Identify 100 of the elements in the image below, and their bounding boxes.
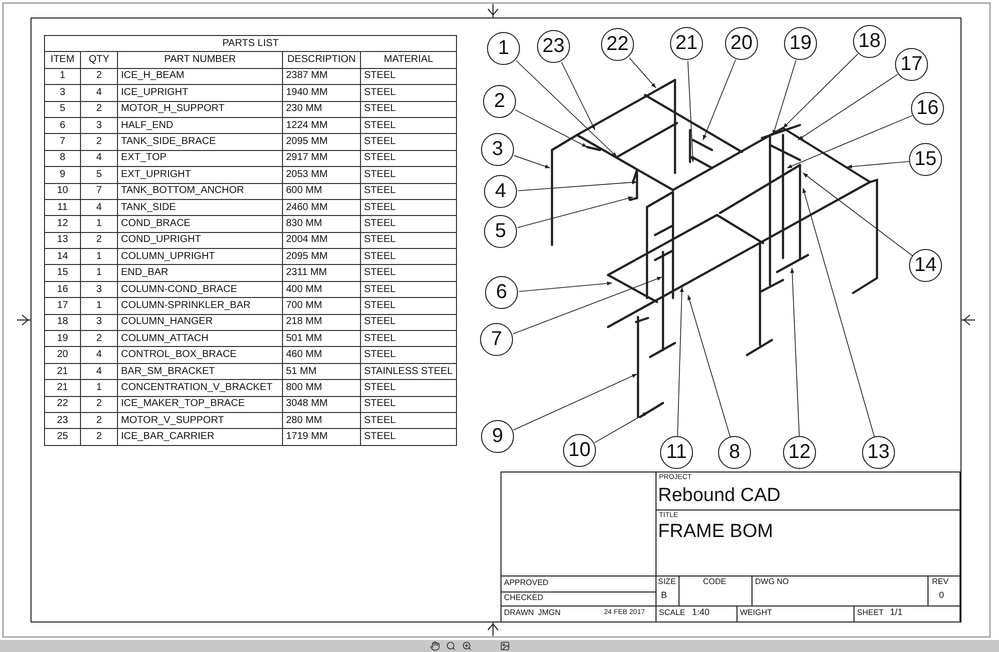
table-cell: CONTROL_BOX_BRACE: [118, 346, 282, 364]
table-cell: 4: [80, 84, 118, 102]
table-cell: MOTOR_H_SUPPORT: [118, 101, 282, 118]
table-cell: 1: [44, 68, 80, 85]
table-cell: ICE_MAKER_TOP_BRACE: [118, 396, 282, 412]
table-cell: STAINLESS STEEL: [360, 363, 457, 380]
title-block-text: FRAME BOM: [658, 522, 774, 541]
table-cell: 400 MM: [282, 281, 360, 298]
callout-balloon: 4: [484, 175, 517, 208]
leader-line: [516, 60, 618, 158]
callout-balloon: 21: [670, 27, 703, 60]
leader-line: [687, 60, 695, 162]
title-block-text: REV: [932, 578, 948, 586]
table-cell: 2004 MM: [282, 232, 360, 249]
table-cell: 2095 MM: [282, 248, 360, 265]
table-cell: COLUMN-SPRINKLER_BAR: [118, 298, 282, 314]
callout-balloon: 9: [481, 420, 514, 453]
leader-line: [702, 59, 736, 140]
title-block-text: WEIGHT: [740, 609, 772, 617]
table-cell: 4: [80, 346, 118, 364]
table-cell: 218 MM: [282, 314, 360, 331]
table-cell: 17: [44, 298, 80, 314]
table-cell: CONCENTRATION_V_BRACKET: [118, 380, 282, 396]
leader-line: [772, 60, 796, 136]
table-cell: STEEL: [360, 396, 457, 412]
table-cell: STEEL: [360, 428, 457, 446]
table-cell: 280 MM: [282, 412, 360, 429]
table-cell: COND_UPRIGHT: [118, 232, 282, 249]
callout-balloon: 22: [601, 28, 634, 61]
table-cell: 2917 MM: [282, 150, 360, 167]
callout-balloon: 20: [725, 27, 758, 60]
table-cell: 14: [44, 248, 80, 265]
table-cell: 7: [80, 183, 118, 200]
table-cell: 4: [80, 150, 118, 167]
table-cell: 1: [80, 264, 118, 282]
table-cell: EXT_UPRIGHT: [118, 166, 282, 184]
callout-balloon: 15: [909, 143, 942, 176]
callout-balloon: 19: [784, 27, 817, 60]
callout-balloon: 12: [783, 436, 816, 469]
callout-balloon: 2: [483, 85, 516, 118]
title-block-text: SIZE: [658, 578, 676, 586]
table-cell: STEEL: [360, 298, 457, 314]
table-cell: HALF_END: [118, 117, 282, 134]
title-block-text: CODE: [703, 578, 726, 586]
table-cell: 1: [80, 298, 118, 314]
leader-line: [514, 109, 588, 148]
title-block-text: SHEET: [857, 609, 884, 617]
title-block-text: DRAWN: [504, 609, 534, 617]
table-cell: 21: [44, 380, 80, 396]
table-cell: COND_BRACE: [118, 216, 282, 232]
callout-balloon: 13: [862, 436, 895, 469]
table-cell: 3: [80, 281, 118, 298]
table-cell: 2311 MM: [282, 264, 360, 282]
table-cell: 2: [80, 68, 118, 85]
title-block-text: B: [661, 591, 668, 600]
callout-balloon: 17: [895, 48, 928, 81]
table-cell: STEEL: [360, 150, 457, 167]
leader-line: [514, 155, 550, 168]
table-cell: ICE_BAR_CARRIER: [118, 428, 282, 446]
table-cell: 4: [80, 199, 118, 216]
title-block-text: APPROVED: [504, 579, 548, 587]
table-cell: 16: [44, 281, 80, 298]
table-cell: STEEL: [360, 199, 457, 216]
leader-line: [782, 54, 858, 128]
table-cell: 1224 MM: [282, 117, 360, 134]
table-cell: 5: [80, 166, 118, 184]
table-cell: 1719 MM: [282, 428, 360, 446]
callout-balloon: 8: [718, 436, 751, 469]
table-cell: 23: [44, 412, 80, 429]
callout-balloon: 18: [853, 25, 886, 58]
leader-line: [688, 294, 731, 438]
table-cell: 2387 MM: [282, 68, 360, 85]
table-cell: 21: [44, 363, 80, 380]
table-cell: 700 MM: [282, 298, 360, 314]
table-cell: COLUMN_HANGER: [118, 314, 282, 331]
table-cell: 2460 MM: [282, 199, 360, 216]
table-cell: EXT_TOP: [118, 150, 282, 167]
table-cell: 2: [80, 428, 118, 446]
leader-line: [518, 281, 612, 292]
leader-line: [786, 115, 913, 168]
leader-line: [512, 276, 662, 334]
table-cell: 2: [80, 412, 118, 429]
callout-balloon: 7: [480, 323, 513, 356]
table-cell: STEEL: [360, 412, 457, 429]
leader-line: [846, 161, 910, 169]
table-cell: STEEL: [360, 117, 457, 134]
table-cell: TANK_SIDE: [118, 199, 282, 216]
table-cell: STEEL: [360, 166, 457, 184]
table-cell: STEEL: [360, 346, 457, 364]
title-block-text: 1:40: [692, 608, 710, 617]
table-cell: TANK_SIDE_BRACE: [118, 134, 282, 150]
table-cell: 25: [44, 428, 80, 446]
table-cell: STEEL: [360, 314, 457, 331]
table-cell: STEEL: [360, 264, 457, 282]
title-block-text: 0: [939, 591, 944, 600]
leader-line: [790, 268, 800, 436]
table-cell: COLUMN_ATTACH: [118, 330, 282, 347]
table-cell: STEEL: [360, 330, 457, 347]
table-cell: 600 MM: [282, 183, 360, 200]
table-cell: STEEL: [360, 380, 457, 396]
